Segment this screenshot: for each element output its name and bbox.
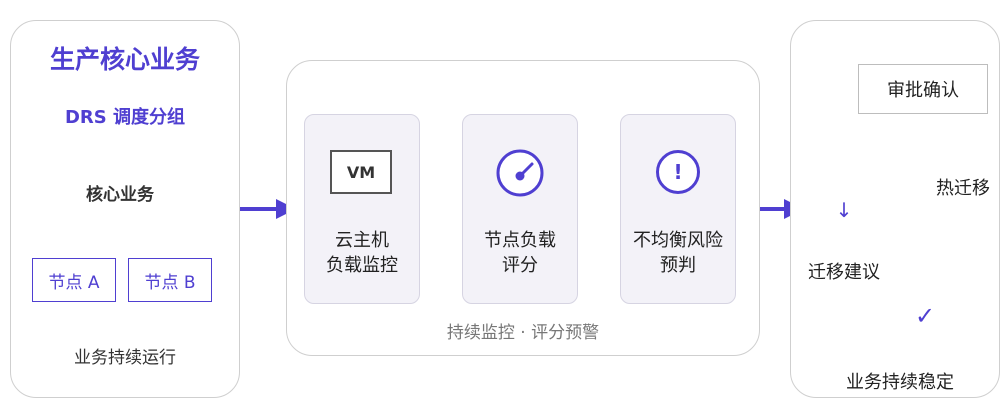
left-panel-title: 生产核心业务 bbox=[49, 45, 200, 74]
middle-panel-caption: 持续监控 · 评分预警 bbox=[446, 323, 600, 343]
vm-icon: VM bbox=[330, 150, 392, 194]
check-icon: ✓ bbox=[914, 302, 936, 330]
gauge-icon bbox=[496, 149, 544, 197]
hot-migrate-label: 热迁移 bbox=[928, 174, 998, 200]
card-risk-line2: 预判 bbox=[660, 255, 696, 276]
approve-box: 审批确认 bbox=[858, 64, 988, 114]
left-panel-subtitle: DRS 调度分组 bbox=[64, 107, 186, 128]
card-node-score bbox=[462, 114, 578, 304]
node-a-label: 节点 A bbox=[48, 272, 100, 293]
card-imbalance-risk bbox=[620, 114, 736, 304]
warning-icon-text: ! bbox=[673, 160, 683, 184]
left-panel bbox=[10, 20, 240, 398]
node-b-label: 节点 B bbox=[144, 272, 196, 293]
approve-label: 审批确认 bbox=[887, 80, 959, 101]
stable-label: 业务持续稳定 bbox=[846, 372, 954, 393]
left-panel-footer: 业务持续运行 bbox=[74, 348, 176, 368]
card-vm-line2: 负载监控 bbox=[326, 255, 398, 276]
core-business-label: 核心业务 bbox=[86, 185, 154, 205]
card-vm-line1: 云主机 bbox=[335, 230, 389, 251]
node-b: 节点 B bbox=[128, 258, 212, 302]
card-score-line2: 评分 bbox=[502, 255, 538, 276]
suggest-label: 迁移建议 bbox=[808, 262, 880, 283]
card-score-line1: 节点负载 bbox=[484, 230, 556, 251]
card-risk-line1: 不均衡风险 bbox=[633, 230, 723, 251]
node-a: 节点 A bbox=[32, 258, 116, 302]
suggest-arrow-icon: ↓ bbox=[835, 198, 853, 222]
vm-icon-text: VM bbox=[346, 162, 376, 182]
card-vm-monitor bbox=[304, 114, 420, 304]
warning-icon: ! bbox=[656, 150, 700, 194]
